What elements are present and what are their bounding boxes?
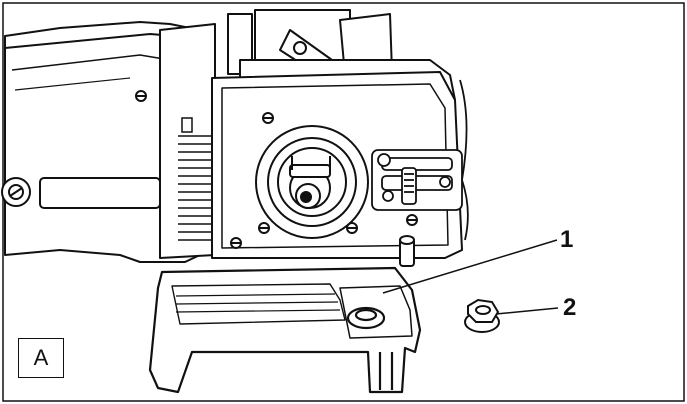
air-vents — [178, 117, 215, 241]
view-label-box: A — [18, 338, 64, 378]
sprocket-cover — [148, 266, 422, 394]
leader-line-2 — [495, 307, 559, 315]
stud-bolt — [399, 235, 415, 267]
callout-1: 1 — [560, 226, 574, 253]
saw-body — [1, 21, 216, 263]
leader-line-1 — [382, 239, 558, 294]
callout-2: 2 — [563, 294, 577, 321]
view-label: A — [33, 345, 49, 370]
chain-tensioner — [371, 79, 469, 241]
sprocket — [255, 125, 369, 239]
flange-nut — [464, 298, 500, 333]
